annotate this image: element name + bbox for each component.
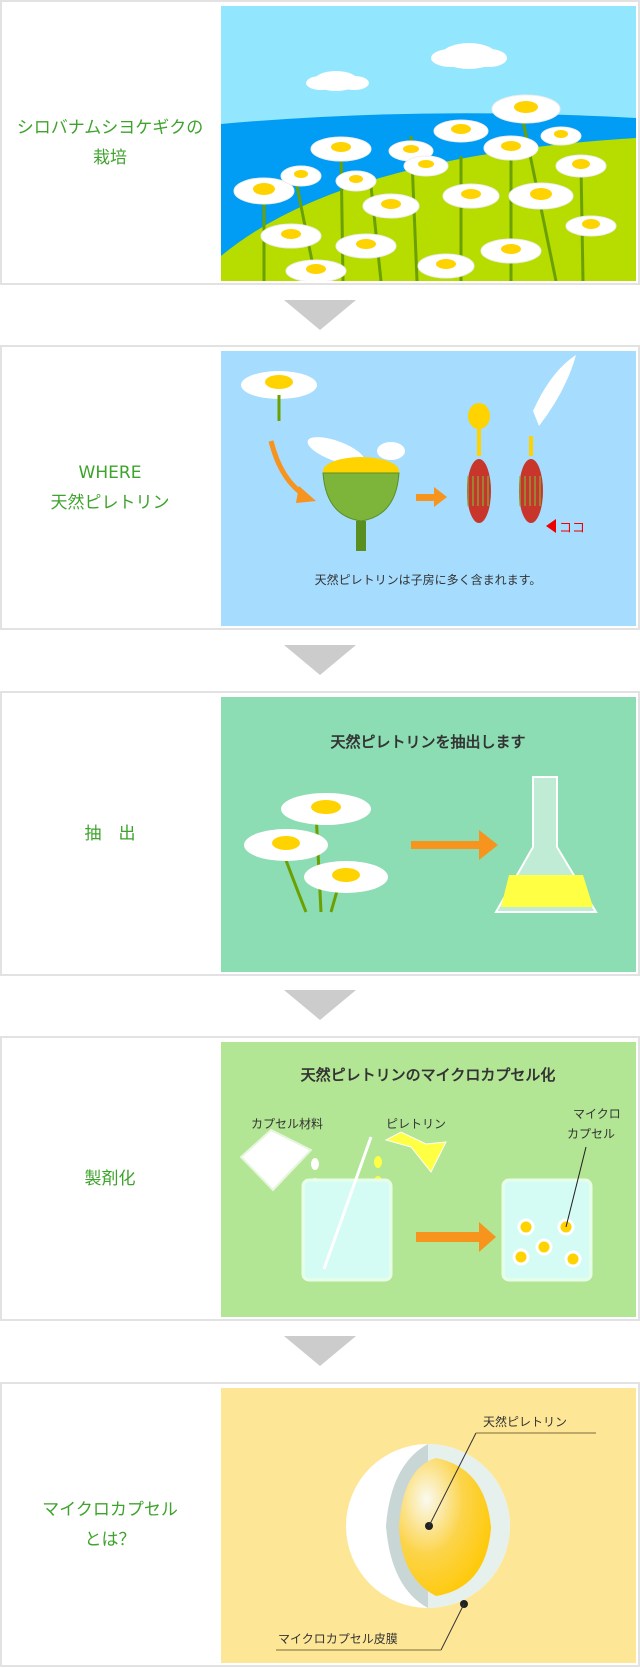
- step-formulation: 製剤化 天然ピレトリンのマイクロカプセル化 カプセル材料 ピレトリン マイクロ …: [0, 1036, 640, 1321]
- daisy-field-illustration: [221, 6, 636, 281]
- ovary-marker-text: ココ: [559, 521, 585, 536]
- down-arrow-icon: [284, 645, 356, 675]
- down-arrow-icon: [284, 990, 356, 1020]
- core-label: 天然ピレトリン: [483, 1414, 567, 1429]
- microcapsule-label-1: マイクロ: [573, 1107, 621, 1121]
- caption: 天然ピレトリンは子房に多く含まれます。: [315, 572, 542, 587]
- illustration-title: 天然ピレトリンのマイクロカプセル化: [301, 1066, 556, 1084]
- down-arrow-icon: [284, 300, 356, 330]
- step-what-is-microcapsule: マイクロカプセル とは？ 天然ピレトリン マイクロカプセル皮膜: [0, 1382, 640, 1667]
- shell-label: マイクロカプセル皮膜: [278, 1632, 398, 1646]
- microencapsulation-illustration: 天然ピレトリンのマイクロカプセル化 カプセル材料 ピレトリン マイクロ カプセル: [221, 1042, 636, 1317]
- extraction-illustration: 天然ピレトリンを抽出します: [221, 697, 636, 972]
- step-cultivation: シロバナムシヨケギクの 栽培: [0, 0, 640, 285]
- step-label: 抽 出: [84, 823, 136, 844]
- step-label: シロバナムシヨケギクの 栽培: [16, 117, 204, 168]
- illustration-title: 天然ピレトリンを抽出します: [330, 733, 525, 751]
- microcapsule-label-2: カプセル: [567, 1127, 615, 1141]
- capsule-material-label: カプセル材料: [251, 1117, 323, 1131]
- step-label: マイクロカプセル とは？: [42, 1499, 178, 1550]
- daisy-flowers: [233, 94, 617, 281]
- pyrethrin-label: ピレトリン: [386, 1117, 446, 1131]
- step-label: 製剤化: [84, 1168, 136, 1189]
- down-arrow-icon: [284, 1336, 356, 1366]
- flower-anatomy-illustration: ココ 天然ピレトリンは子房に多く含まれます。: [221, 351, 636, 626]
- step-where-pyrethrin: WHERE 天然ピレトリン ココ 天然ピレトリンは子房に多く含まれます。: [0, 345, 640, 630]
- microcapsule-structure-illustration: 天然ピレトリン マイクロカプセル皮膜: [221, 1388, 636, 1663]
- step-label: WHERE 天然ピレトリン: [50, 462, 170, 513]
- step-extraction: 抽 出 天然ピレトリンを抽出します: [0, 691, 640, 976]
